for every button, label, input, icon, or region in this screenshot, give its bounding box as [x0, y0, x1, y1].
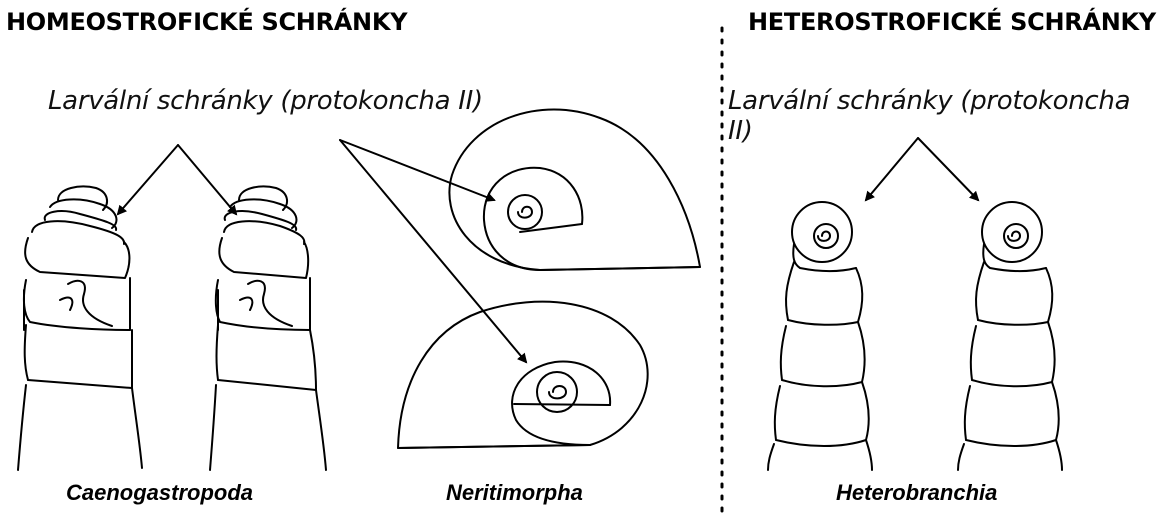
caption-neritimorpha: Neritimorpha: [446, 480, 583, 506]
caenogastropoda-right-shell: [210, 187, 326, 471]
neritimorpha-lower-shell: [398, 302, 648, 448]
caption-caenogastropoda: Caenogastropoda: [66, 480, 253, 506]
neritimorpha-upper-shell: [449, 109, 700, 270]
caption-heterobranchia: Heterobranchia: [836, 480, 997, 506]
heterobranchia-right-shell: [958, 202, 1062, 470]
heterobranchia-left-shell: [768, 202, 872, 470]
caenogastropoda-left-shell: [18, 187, 142, 471]
